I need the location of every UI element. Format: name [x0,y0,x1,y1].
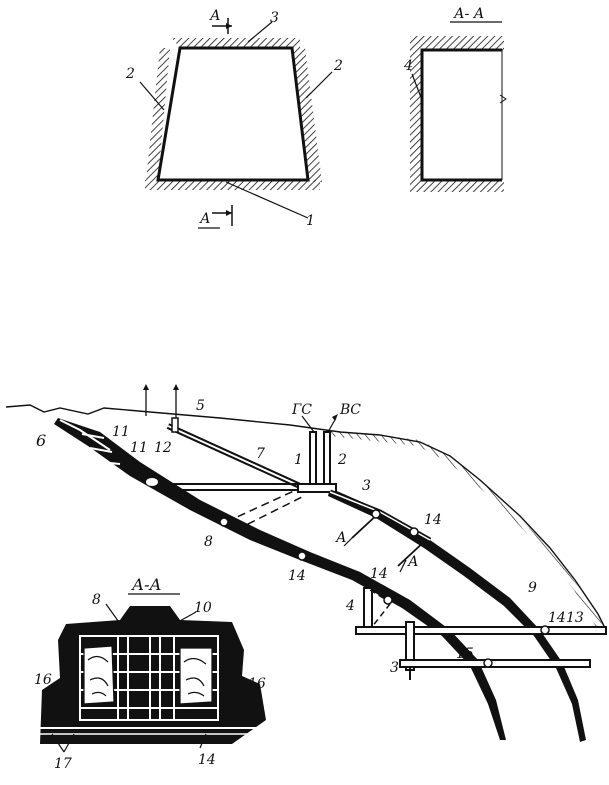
level-13 [355,626,607,635]
label-3-upper: 3 [362,478,371,494]
section-cut-line-2 [397,539,427,567]
decline-rung-2 [89,447,113,453]
leader-wall-right [305,71,333,99]
inset-aa-title: А-А [131,575,162,594]
label-13: 13 [566,610,584,626]
label-inset-16-left: 16 [34,672,52,688]
label-4: 4 [345,598,355,614]
raise-12 [171,417,179,433]
node-14-a [297,551,307,561]
label-7: 7 [256,446,265,462]
label-9: 9 [528,580,537,596]
leader-inset-10 [159,611,197,633]
section-arrowhead-top [226,23,232,29]
section-mark-bottom: А [199,211,211,227]
vent-arrowhead-2 [173,384,179,390]
top-trapezoid-figure: А А 3 2 2 1 [125,8,343,229]
label-wall-right: 2 [333,58,343,74]
drift-7-inner [167,425,301,487]
label-wall-left: 2 [125,66,135,82]
leader-wall-left [139,81,165,111]
node-14-c [371,509,381,519]
label-inset-17: 17 [54,756,72,772]
ore-node-1 [146,478,158,486]
trapezoid-opening [156,46,310,182]
inset-rock-mass [40,606,266,744]
leader-section-wall [411,73,423,101]
level-15 [399,659,591,668]
label-inset-14: 14 [198,752,216,768]
arrow-vs-head [332,414,338,421]
shaft-4 [363,587,373,631]
node-15 [483,658,493,668]
section-aa-floor-hatching [410,180,504,192]
label-5: 5 [196,398,205,414]
label-section-wall: 4 [403,58,413,74]
shaft-bottom-station [297,483,337,493]
inset-rubble-right [179,647,213,705]
section-cut-arrow-1 [343,537,353,547]
label-floor: 1 [306,213,315,229]
node-14-e [540,625,550,635]
section-cut-label-2: А [407,554,419,570]
label-14-b: 14 [370,566,388,582]
main-mine-figure: ГС ВС 6 11 11 12 [5,384,607,742]
label-11a: 11 [112,424,130,440]
section-aa-title: А- А [453,6,484,22]
inset-aa-figure: А-А 8 10 [34,575,266,772]
shaft-gs [309,431,317,491]
dashed-shaft-4 [369,589,391,603]
leader-gs [301,415,315,433]
label-11b: 11 [130,440,148,456]
label-gs: ГС [291,402,312,418]
section-aa-figure: А- А 4 [403,6,507,192]
leader-inset-14 [199,733,207,749]
shaft-vs [323,431,331,491]
label-15: 15 [456,646,474,662]
label-3-lower: 3 [390,660,399,676]
label-14-c: 14 [424,512,442,528]
inset-rubble-left-texture [87,655,109,697]
leader-inset-17-a [51,733,65,753]
leader-roof [247,21,273,43]
leader-inset-8 [105,603,127,633]
leader-inset-17-b [63,733,75,753]
section-aa-opening [420,48,502,182]
decline-rung-1 [81,433,105,439]
label-inset-16-right: 16 [248,676,266,692]
roof-hatching [172,38,300,48]
decline-upper [59,419,111,451]
left-wall-hatching [146,48,170,180]
leader-floor [225,181,309,219]
section-aa-roof-hatching [424,36,504,50]
section-mark-top: А [209,8,221,24]
label-6: 6 [36,431,46,450]
section-cut-arrow-2 [399,559,407,573]
leader-inset-16-left [47,687,69,709]
node-14-d [409,527,419,537]
decline-rung-3 [99,461,121,465]
right-wall-hatching [292,48,322,182]
label-1: 1 [294,452,303,468]
section-arrowhead-bottom [226,210,232,216]
label-14-e: 14 [548,610,566,626]
label-2: 2 [337,452,347,468]
label-12: 12 [154,440,172,456]
section-cut-label-1: А [335,530,347,546]
leader-inset-16-right [221,687,243,709]
label-inset-8: 8 [92,592,101,608]
label-roof: 3 [270,10,279,26]
node-8 [219,517,229,527]
inset-rubble-left [83,645,115,705]
inset-rubble-right-texture [183,657,207,697]
section-aa-break-mark [499,94,507,104]
label-8: 8 [204,534,213,550]
label-14-a: 14 [288,568,306,584]
vent-arrowhead-1 [143,384,149,390]
node-14-b [383,595,393,605]
label-inset-10: 10 [194,600,212,616]
label-vs: ВС [339,402,361,418]
